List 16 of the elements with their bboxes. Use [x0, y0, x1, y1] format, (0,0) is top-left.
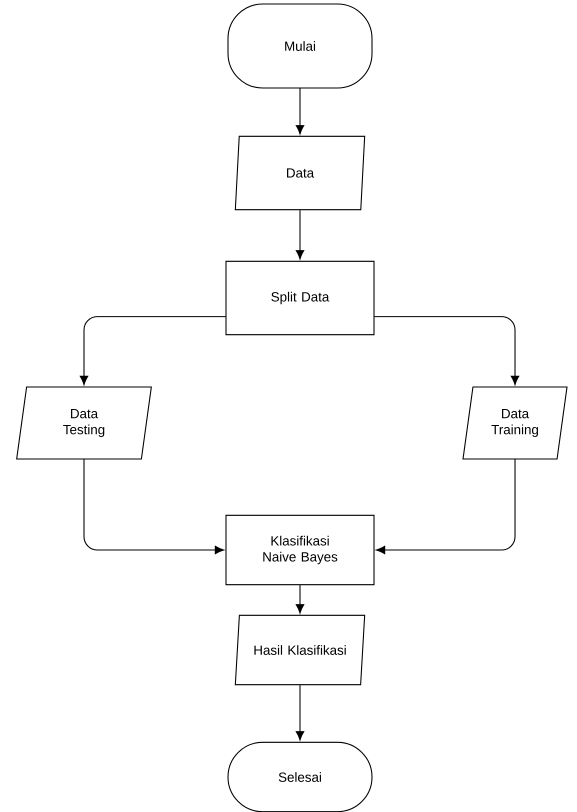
process-box: Split Data	[225, 260, 375, 336]
arrow	[296, 585, 304, 614]
arrow	[376, 460, 516, 554]
data-parallelogram: Data	[234, 136, 366, 210]
terminal-box: Selesai	[227, 742, 373, 812]
arrow	[374, 316, 520, 386]
arrow	[296, 685, 304, 740]
terminal-box: Mulai	[227, 3, 373, 89]
arrow	[296, 88, 304, 134]
arrow	[83, 460, 224, 554]
data-parallelogram: Hasil Klasifikasi	[234, 614, 366, 686]
process-box: Klasifikasi Naive Bayes	[225, 514, 375, 586]
arrow	[296, 210, 304, 260]
data-parallelogram: Data Training	[462, 386, 568, 460]
data-parallelogram: Data Testing	[16, 386, 152, 460]
arrow	[80, 316, 226, 386]
